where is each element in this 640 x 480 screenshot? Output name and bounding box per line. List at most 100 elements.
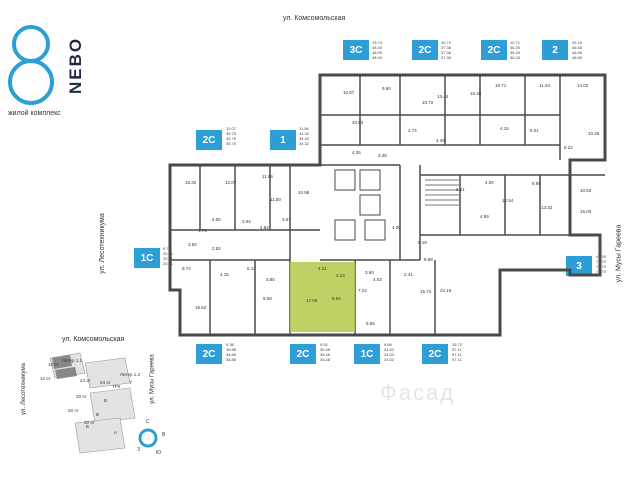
unit-badge-3-right[interactable]: 3 [566, 256, 592, 276]
room-area-label: 12.54 [502, 198, 514, 203]
room-area-label: 8.98 [424, 257, 433, 262]
room-area-label: 4.23 [336, 273, 345, 278]
location-mini-map [49, 352, 136, 454]
unit-badge-2c-bottom-1[interactable]: 2С [196, 344, 222, 364]
room-area-label: 4.48 [436, 138, 445, 143]
room-area-label: 9.92 [332, 296, 341, 301]
room-area-label: 16.03 [580, 209, 592, 214]
unit-badge-1c-left[interactable]: 1С [134, 248, 160, 268]
room-area-label: 15.32 [185, 180, 197, 185]
room-area-label: 9.65 [366, 321, 375, 326]
compass-north: С [146, 419, 150, 425]
room-area-label: 3.28 [378, 153, 387, 158]
room-area-label: 9.58 [263, 296, 272, 301]
room-area-label: 5.01 [530, 128, 539, 133]
mini-map-tag: 24 эт [100, 380, 111, 385]
room-area-label: 20.63 [352, 120, 364, 125]
room-area-label: 4.76 [198, 228, 207, 233]
room-area-label: 11.50 [270, 197, 281, 202]
unit-badge-3c-top[interactable]: 3С [343, 40, 369, 60]
room-area-label: 6.41 [456, 187, 465, 192]
mini-map-street-left: ул. Лесотехникума [20, 363, 27, 415]
room-area-label: 4.99 [480, 214, 489, 219]
mini-map-tag: 24 эт [80, 378, 91, 383]
room-area-label: 2.41 [404, 272, 413, 277]
unit-badge-2c-bottom-2[interactable]: 2С [290, 344, 316, 364]
room-area-label: 5.19 [418, 240, 427, 245]
room-area-label: 3.60 [365, 270, 374, 275]
room-area-label: 10.26 [588, 131, 600, 136]
room-area-label: 8.22 [564, 145, 573, 150]
logo-subtitle: жилой комплекс [8, 110, 61, 117]
street-top: ул. Комсомольская [283, 15, 346, 22]
compass-icon [138, 428, 158, 448]
room-area-label: 16.48 [470, 91, 482, 96]
unit-badge-2c-bottom-3[interactable]: 2С [422, 344, 448, 364]
mini-map-street-right: ул. Мусы Гареева [149, 354, 156, 404]
room-area-label: 3.85 [266, 277, 275, 282]
compass-south: Ю [156, 450, 162, 456]
floor-plan-walls [168, 73, 607, 337]
unit-badge-2c-top-2[interactable]: 2С [481, 40, 507, 60]
mini-map-tag: Г [130, 380, 133, 385]
logo-name: NEBO [66, 36, 85, 94]
room-area-label: 10.72 [422, 100, 434, 105]
room-area-label: 10.71 [495, 83, 507, 88]
room-area-label: 4.74 [408, 128, 417, 133]
street-left: ул. Лесотехникума [98, 213, 106, 274]
mini-map-tag: Б [86, 424, 89, 429]
room-area-label: 10.07 [343, 90, 355, 95]
room-area-label: 12.07 [225, 180, 237, 185]
room-area-label: 10.53 [580, 188, 592, 193]
room-area-label: 8.98 [532, 181, 541, 186]
room-area-label: 2.82 [212, 246, 221, 251]
unit-badge-1-mid[interactable]: 1 [270, 130, 296, 150]
room-area-label: 6.13 [247, 266, 256, 271]
mini-map-tag: 12 эт [40, 376, 51, 381]
mini-map-tag: А [114, 430, 118, 435]
room-area-label: 3.57 [282, 217, 291, 222]
mini-map-tag: 20 эт [68, 408, 79, 413]
room-area-label: 4.15 [500, 126, 509, 131]
compass-west: З [137, 447, 141, 453]
unit-badge-2-top[interactable]: 2 [542, 40, 568, 60]
unit-badge-1c-bottom[interactable]: 1С [354, 344, 380, 364]
room-area-label: 4.35 [352, 150, 361, 155]
room-area-label: 4.00 [212, 217, 221, 222]
room-area-label: 11.34 [539, 83, 550, 88]
room-area-label: 4.00 [485, 180, 494, 185]
room-area-label: 15.72 [420, 289, 432, 294]
room-area-label: 4.03 [373, 277, 382, 282]
room-area-label: 9.74 [182, 266, 191, 271]
mini-map-tag: 20 эт [76, 394, 87, 399]
unit-badge-2c-mid[interactable]: 2С [196, 130, 222, 150]
room-area-label: 9.60 [382, 86, 391, 91]
compass-east: В [162, 432, 166, 438]
room-area-label: 18.52 [195, 305, 207, 310]
logo-eight-mark [8, 25, 54, 105]
mini-map-title: ул. Комсомольская [62, 336, 125, 343]
mini-map-tag: Литер 1.1 [62, 358, 82, 363]
unit-badge-2c-top-1[interactable]: 2С [412, 40, 438, 60]
room-area-label: 13.32 [541, 205, 553, 210]
room-area-label: 22.16 [440, 288, 452, 293]
room-area-label: 3.04 [242, 219, 251, 224]
room-area-label: 4.15 [220, 272, 229, 277]
mini-map-tag: 10 эт [48, 362, 59, 367]
room-area-label: 4.82 [260, 225, 269, 230]
watermark: Фасад [380, 380, 456, 405]
room-area-label: 17.06 [306, 298, 318, 303]
highlighted-apartment[interactable] [290, 262, 355, 332]
room-area-label: 13.44 [437, 94, 449, 99]
